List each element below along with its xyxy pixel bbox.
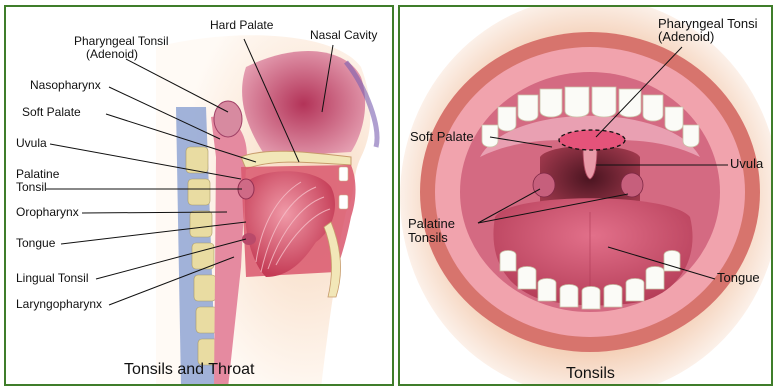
open-mouth-illustration	[400, 7, 773, 386]
palatine-tonsil-right-right	[621, 173, 643, 197]
tonsils-panel: Pharyngeal Tonsi (Adenoid) Soft Palate U…	[398, 5, 773, 386]
tonsils-and-throat-panel: Hard Palate Nasal Cavity Pharyngeal Tons…	[4, 5, 394, 386]
sagittal-head-illustration	[6, 7, 394, 386]
label-soft-palate: Soft Palate	[22, 106, 81, 119]
label-hard-palate: Hard Palate	[210, 19, 273, 32]
adenoid-dashed	[559, 130, 625, 150]
caption-tonsils-and-throat: Tonsils and Throat	[124, 361, 254, 379]
label-nasopharynx: Nasopharynx	[30, 79, 101, 92]
label-uvula: Uvula	[16, 137, 47, 150]
label-laryngopharynx: Laryngopharynx	[16, 298, 102, 311]
label-tonsil: Tonsil	[16, 181, 47, 194]
caption-tonsils: Tonsils	[566, 365, 615, 383]
label-uvula-right: Uvula	[730, 157, 763, 170]
label-soft-palate-right: Soft Palate	[410, 130, 474, 143]
palatine-tonsil-left-right	[533, 173, 555, 197]
label-lingual-tonsil: Lingual Tonsil	[16, 272, 89, 285]
label-nasal-cavity: Nasal Cavity	[310, 29, 377, 42]
label-adenoid-right: (Adenoid)	[658, 30, 714, 43]
label-tonsils-right: Tonsils	[408, 231, 448, 244]
label-palatine-right: Palatine	[408, 217, 455, 230]
label-tongue-right: Tongue	[717, 271, 760, 284]
label-tongue: Tongue	[16, 237, 55, 250]
label-oropharynx: Oropharynx	[16, 206, 79, 219]
label-adenoid: (Adenoid)	[86, 48, 138, 61]
